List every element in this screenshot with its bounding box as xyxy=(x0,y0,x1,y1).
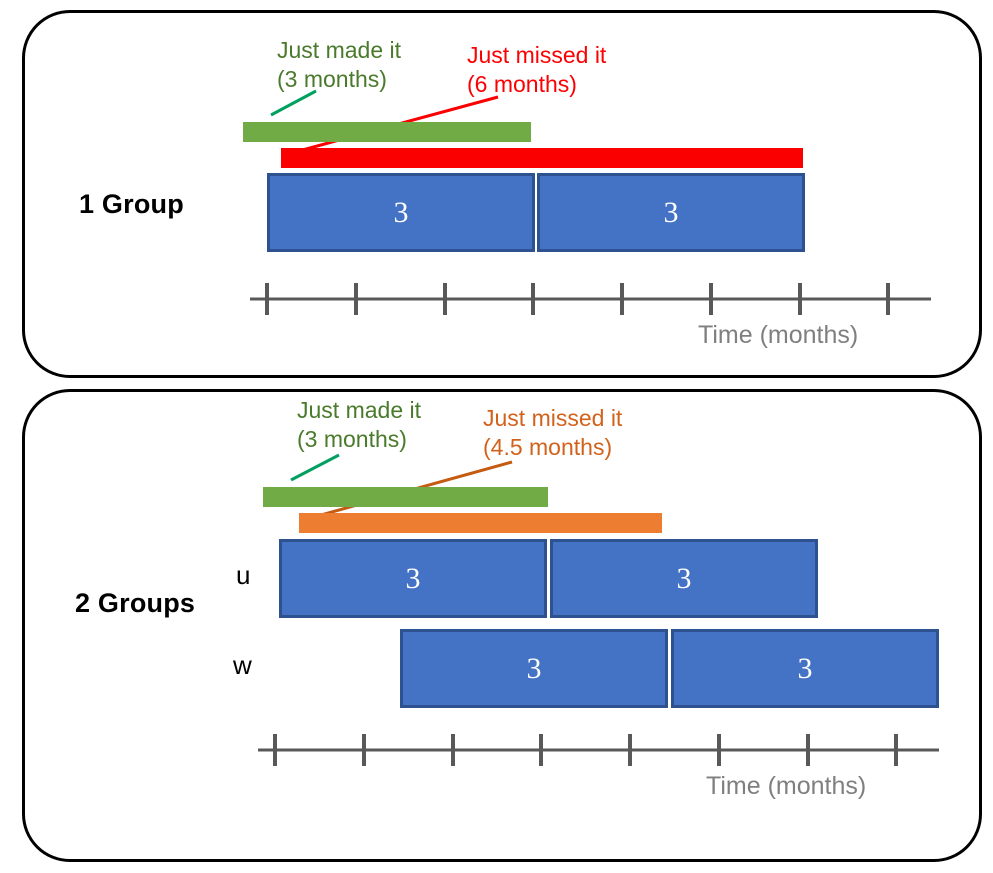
leader-line-just-made-it xyxy=(290,453,340,482)
annotation-just-made-it-line1: Just made it xyxy=(297,397,421,423)
panel-title-two-groups: 2 Groups xyxy=(75,588,196,618)
annotation-just-missed-it-line1: Just missed it xyxy=(483,405,623,431)
leader-line-just-made-it xyxy=(270,89,317,117)
time-axis-label: Time (months) xyxy=(698,321,859,349)
deadline-bar-just-made-it xyxy=(243,122,531,142)
task-bar[interactable]: 3 xyxy=(279,539,547,618)
annotation-just-made-it: Just made it (3 months) xyxy=(277,36,401,94)
deadline-bar-just-made-it xyxy=(263,487,548,507)
annotation-just-missed-it-line2: (4.5 months) xyxy=(483,434,613,460)
task-bar[interactable]: 3 xyxy=(400,629,668,708)
deadline-bar-just-missed-it xyxy=(281,148,803,168)
time-axis-label: Time (months) xyxy=(706,772,867,800)
task-bar[interactable]: 3 xyxy=(537,173,805,252)
panel-two-groups: 2 Groups Just made it (3 months) Just mi… xyxy=(22,389,982,862)
panel-one-group: 1 Group Just made it (3 months) Just mis… xyxy=(22,10,982,378)
annotation-just-made-it: Just made it (3 months) xyxy=(297,396,421,454)
time-axis xyxy=(250,283,931,315)
task-bar[interactable]: 3 xyxy=(267,173,535,252)
annotation-just-missed-it-line1: Just missed it xyxy=(467,42,607,68)
task-bar[interactable]: 3 xyxy=(550,539,818,618)
annotation-just-missed-it: Just missed it (6 months) xyxy=(467,41,606,99)
task-bar-value: 3 xyxy=(526,651,542,685)
deadline-bar-just-missed-it xyxy=(299,513,662,533)
annotation-just-made-it-line1: Just made it xyxy=(277,37,401,63)
row-label-u: u xyxy=(236,560,251,590)
annotation-just-made-it-line2: (3 months) xyxy=(277,66,387,92)
task-bar-value: 3 xyxy=(676,561,692,595)
task-bar-value: 3 xyxy=(663,195,679,229)
task-bar-value: 3 xyxy=(393,195,409,229)
row-label-w: w xyxy=(233,650,252,680)
annotation-just-missed-it: Just missed it (4.5 months) xyxy=(483,404,622,462)
panel-title-one-group: 1 Group xyxy=(79,189,184,219)
annotation-just-missed-it-line2: (6 months) xyxy=(467,71,577,97)
task-bar[interactable]: 3 xyxy=(671,629,939,708)
time-axis xyxy=(258,734,939,766)
task-bar-value: 3 xyxy=(405,561,421,595)
task-bar-value: 3 xyxy=(797,651,813,685)
annotation-just-made-it-line2: (3 months) xyxy=(297,426,407,452)
